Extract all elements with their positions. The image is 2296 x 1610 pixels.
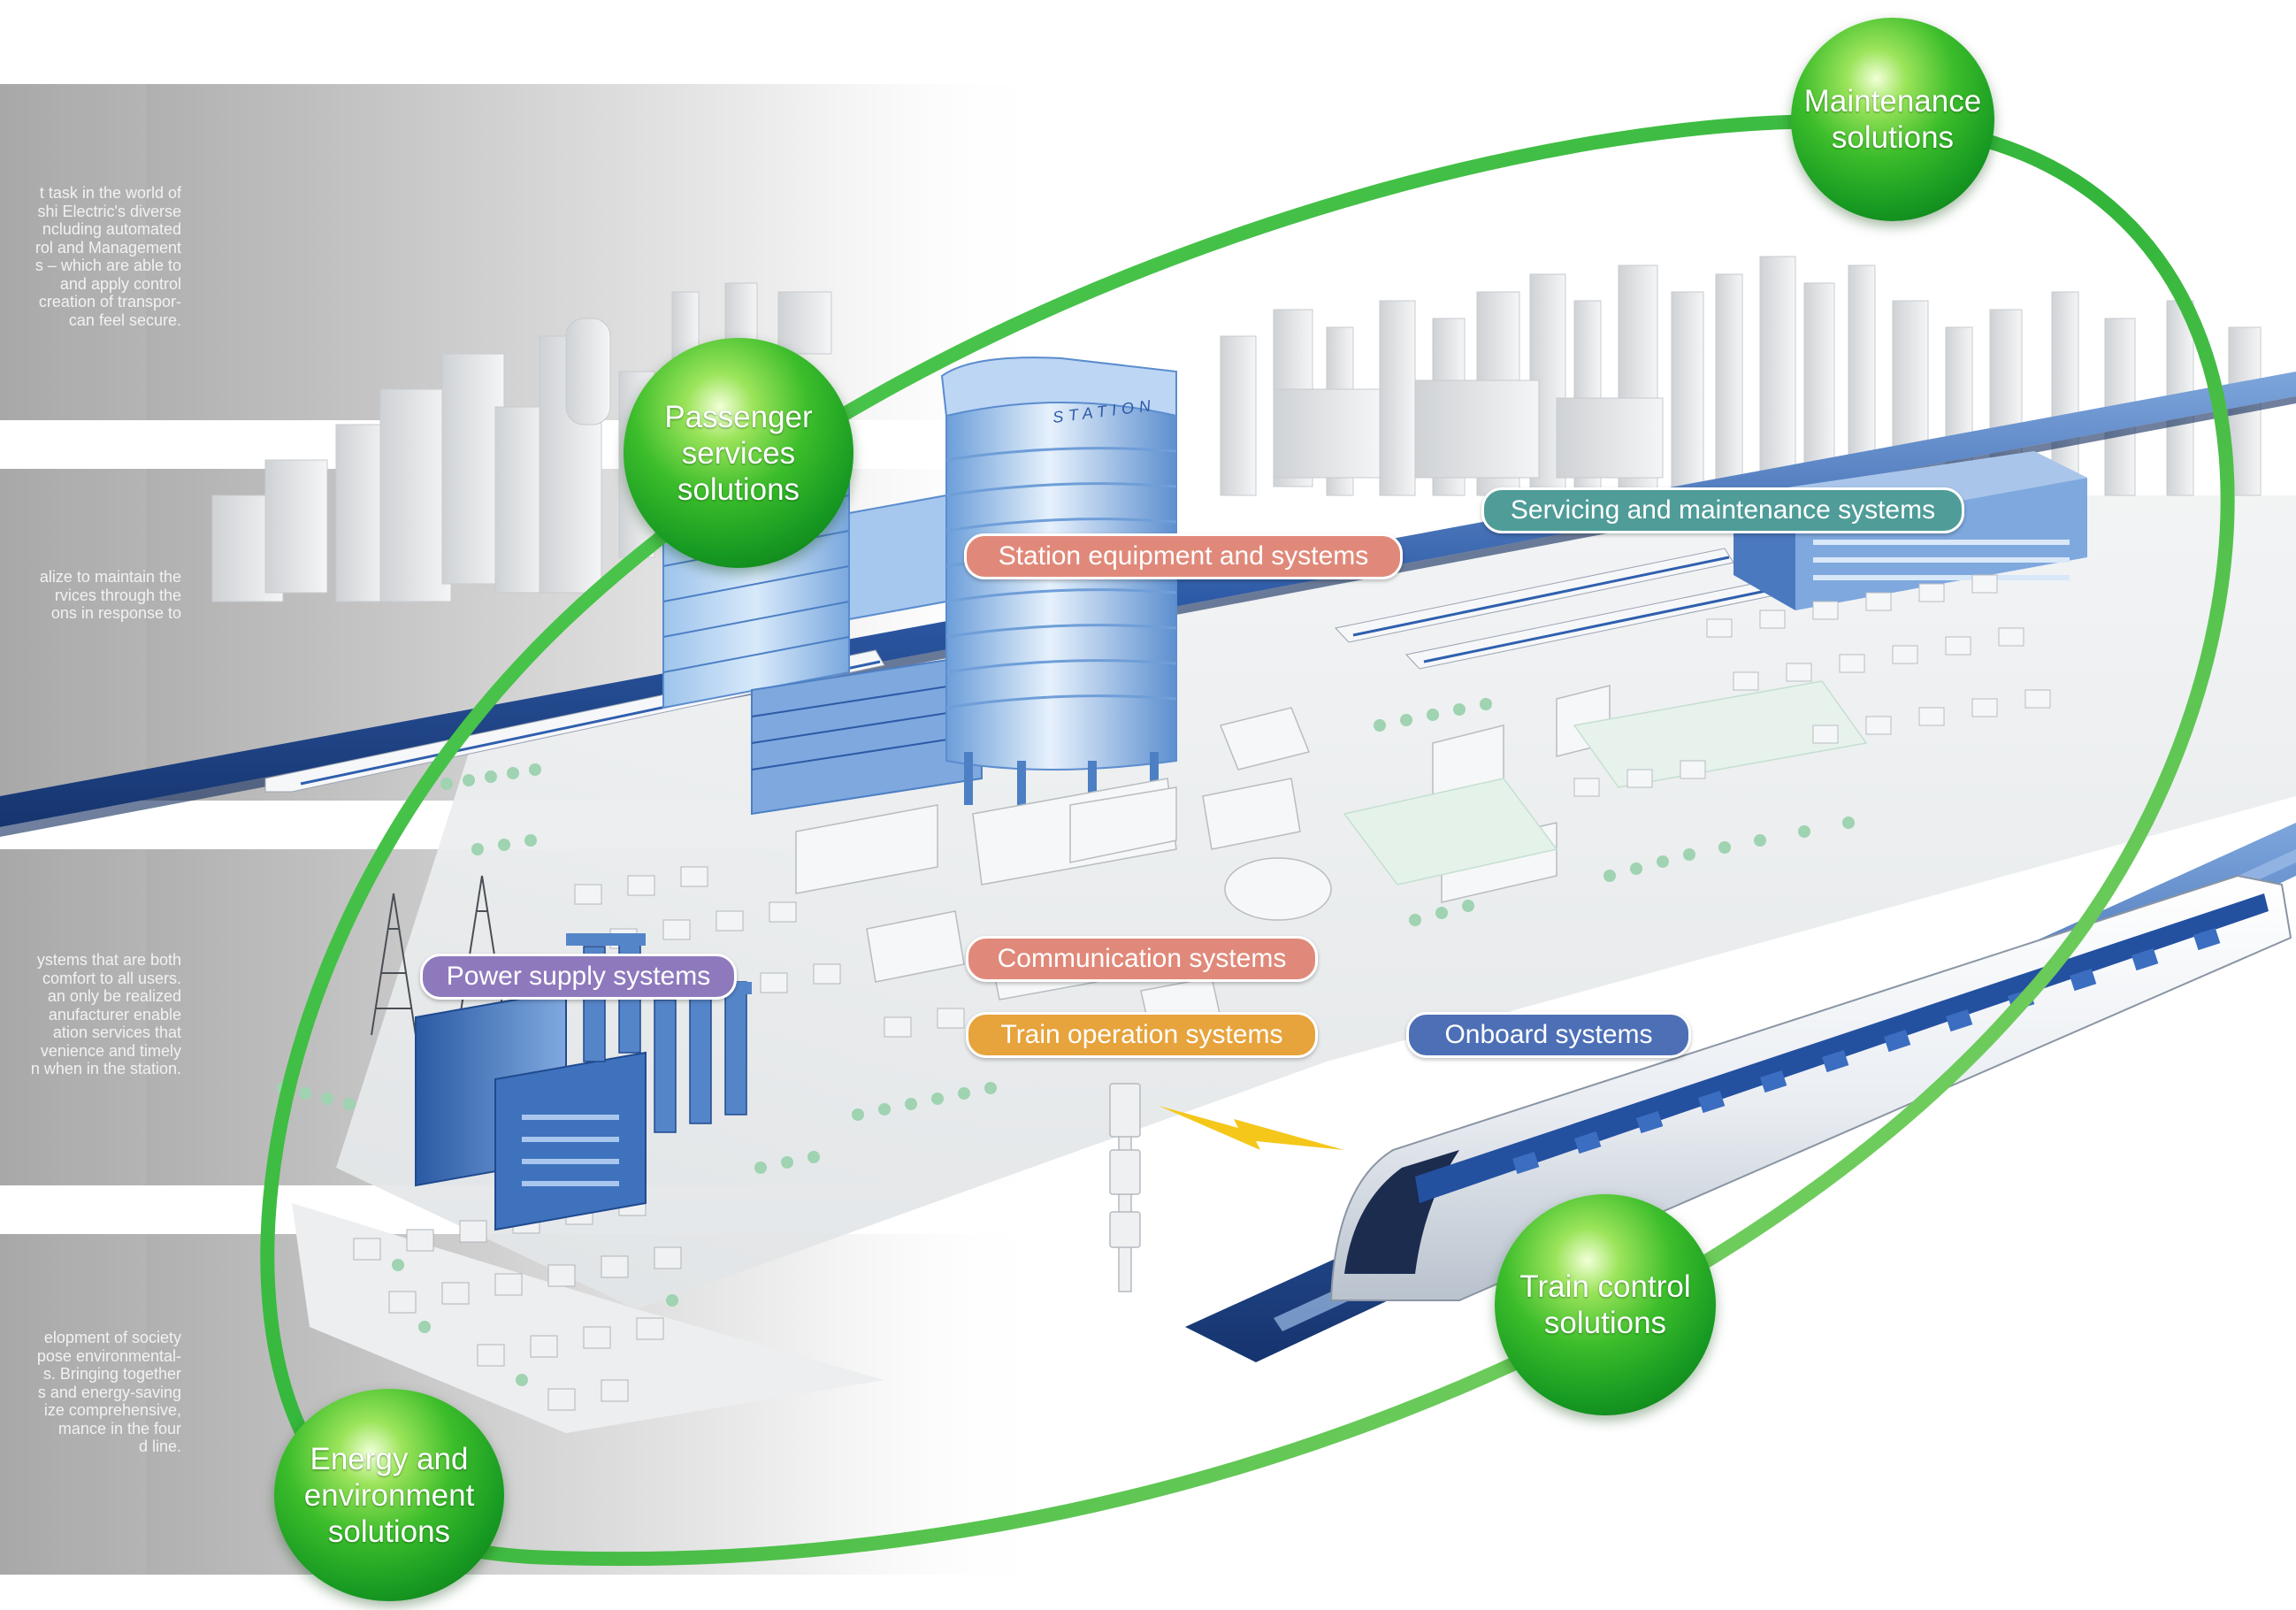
antenna-tower <box>1109 1083 1141 1292</box>
residential-ground <box>292 1203 884 1433</box>
train-operation-systems-label: Train operation systems <box>966 1012 1318 1058</box>
depot-trains <box>1335 548 1805 670</box>
station-complex: STATION <box>662 356 1177 816</box>
station-equipment-systems-label: Station equipment and systems <box>964 533 1403 579</box>
lightning-bolt <box>1159 1106 1344 1150</box>
solutions-ring <box>260 114 2235 1567</box>
onboard-systems-label: Onboard systems <box>1406 1012 1691 1058</box>
power-plant <box>371 875 752 1231</box>
power-supply-systems-label: Power supply systems <box>420 954 737 1000</box>
background-band-1 <box>0 84 1052 420</box>
servicing-maintenance-systems-label: Servicing and maintenance systems <box>1481 487 1964 533</box>
park-area <box>1343 778 1558 886</box>
communication-systems-label: Communication systems <box>966 936 1318 982</box>
houses-right <box>1573 574 2051 797</box>
houses-middle <box>574 866 965 1038</box>
